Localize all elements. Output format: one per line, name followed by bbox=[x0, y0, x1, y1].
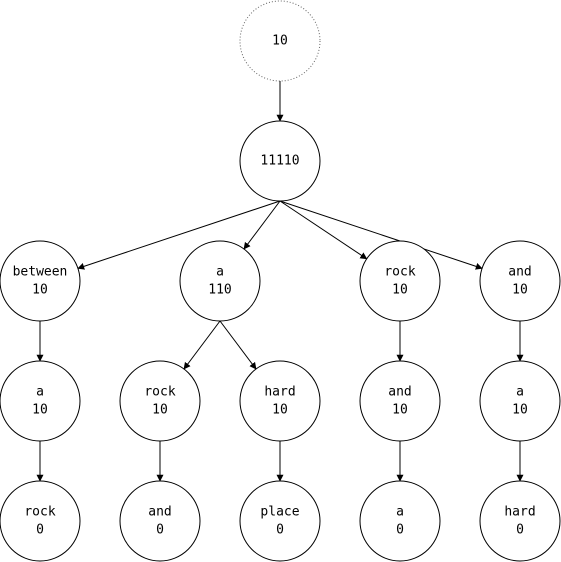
edges bbox=[36, 81, 524, 482]
tree-node-hard10: hard 10 bbox=[239, 360, 321, 442]
tree-node-a10_r: a 10 bbox=[479, 360, 561, 442]
node-word: hard bbox=[504, 505, 535, 520]
node-count: 10 bbox=[512, 283, 528, 298]
tree-node-a10_l: a 10 bbox=[0, 360, 81, 442]
node-count: 0 bbox=[276, 523, 284, 538]
node-circle bbox=[359, 240, 441, 322]
node-count: 10 bbox=[152, 403, 168, 418]
node-word: and bbox=[508, 265, 531, 280]
node-word: a bbox=[516, 385, 524, 400]
node-count: 10 bbox=[392, 283, 408, 298]
node-word: rock bbox=[144, 385, 175, 400]
node-count: 0 bbox=[516, 523, 524, 538]
tree-node-rock10: rock 10 bbox=[359, 240, 441, 322]
node-circle bbox=[239, 120, 321, 202]
node-count: 10 bbox=[512, 403, 528, 418]
node-circle bbox=[239, 0, 321, 82]
tree-node-and10_b: and 10 bbox=[359, 360, 441, 442]
node-word: a bbox=[396, 505, 404, 520]
node-count: 0 bbox=[156, 523, 164, 538]
node-circle bbox=[359, 360, 441, 442]
tree-node-hard0: hard 0 bbox=[479, 480, 561, 562]
node-circle bbox=[119, 360, 201, 442]
node-word: a bbox=[216, 265, 224, 280]
edge-n11110-to-between bbox=[77, 200, 281, 270]
tree-node-root: 10 bbox=[239, 0, 321, 82]
edge-n11110-to-a110 bbox=[243, 200, 281, 250]
node-circle bbox=[239, 360, 321, 442]
node-count: 0 bbox=[36, 523, 44, 538]
node-count: 10 bbox=[32, 403, 48, 418]
node-count: 11110 bbox=[260, 154, 299, 169]
tree-node-a0: a0 bbox=[359, 480, 441, 562]
node-count: 10 bbox=[32, 283, 48, 298]
node-circle bbox=[479, 240, 561, 322]
tree-node-and0: and 0 bbox=[119, 480, 201, 562]
tree-node-between: between 10 bbox=[0, 240, 81, 322]
tree-node-rock0: rock 0 bbox=[0, 480, 81, 562]
node-count: 10 bbox=[392, 403, 408, 418]
tree-node-place0: place 0 bbox=[239, 480, 321, 562]
node-circle bbox=[0, 240, 81, 322]
tree-node-n11110: 11110 bbox=[239, 120, 321, 202]
node-word: a bbox=[36, 385, 44, 400]
tree-node-a110: a 110 bbox=[179, 240, 261, 322]
node-word: between bbox=[13, 265, 68, 280]
node-circle bbox=[479, 360, 561, 442]
node-word: place bbox=[260, 505, 299, 520]
node-word: rock bbox=[24, 505, 55, 520]
node-circle bbox=[239, 480, 321, 562]
node-count: 0 bbox=[396, 523, 404, 538]
node-circle bbox=[179, 240, 261, 322]
node-count: 110 bbox=[208, 283, 231, 298]
tree-node-and10: and 10 bbox=[479, 240, 561, 322]
edge-n11110-to-rock10 bbox=[279, 200, 368, 260]
node-word: and bbox=[388, 385, 411, 400]
node-word: and bbox=[148, 505, 171, 520]
tree-node-rock10_b: rock 10 bbox=[119, 360, 201, 442]
node-circle bbox=[0, 360, 81, 442]
edge-a110-to-rock10_b bbox=[183, 320, 221, 370]
node-word: rock bbox=[384, 265, 415, 280]
node-circle bbox=[359, 480, 441, 562]
node-word: hard bbox=[264, 385, 295, 400]
node-circle bbox=[479, 480, 561, 562]
node-count: 10 bbox=[272, 403, 288, 418]
node-circle bbox=[0, 480, 81, 562]
edge-a110-to-hard10 bbox=[219, 320, 257, 370]
edge-n11110-to-and10 bbox=[279, 200, 483, 270]
node-count: 10 bbox=[272, 34, 288, 49]
node-circle bbox=[119, 480, 201, 562]
